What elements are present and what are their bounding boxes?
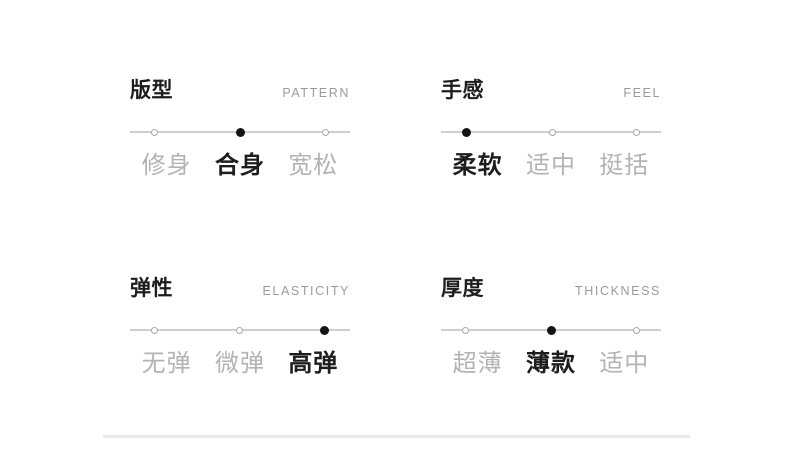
- spec-block-feel: 手感 FEEL 柔软 适中 挺括: [441, 78, 661, 183]
- spec-options: 柔软 适中 挺括: [441, 149, 661, 183]
- spec-header: 手感 FEEL: [441, 78, 661, 104]
- spec-dot-1[interactable]: [151, 128, 158, 136]
- spec-slider-track[interactable]: [441, 123, 661, 141]
- spec-dot-3[interactable]: [633, 326, 640, 334]
- spec-option-1[interactable]: 无弹: [141, 350, 192, 377]
- spec-slider-track[interactable]: [441, 321, 661, 339]
- spec-dot-2[interactable]: [548, 128, 556, 136]
- spec-grid: 版型 PATTERN 修身 合身 宽松 手感 FEEL: [130, 78, 661, 381]
- spec-options: 无弹 微弹 高弹: [130, 347, 350, 381]
- spec-title-cn: 手感: [441, 79, 484, 102]
- spec-title-en: FEEL: [623, 86, 661, 100]
- spec-option-1[interactable]: 柔软: [452, 152, 503, 179]
- spec-dot-3[interactable]: [322, 128, 329, 136]
- spec-option-2[interactable]: 微弹: [214, 350, 265, 377]
- spec-slider-track[interactable]: [130, 123, 350, 141]
- spec-dot-2[interactable]: [235, 127, 245, 137]
- track-dots: [441, 123, 661, 141]
- spec-option-3[interactable]: 挺括: [599, 152, 650, 179]
- spec-dot-3[interactable]: [633, 128, 640, 136]
- spec-title-cn: 版型: [130, 79, 173, 102]
- spec-title-en: PATTERN: [282, 86, 350, 100]
- spec-option-2[interactable]: 合身: [214, 152, 265, 179]
- spec-header: 厚度 THICKNESS: [441, 276, 661, 302]
- spec-option-3[interactable]: 宽松: [288, 152, 339, 179]
- spec-dot-3[interactable]: [320, 325, 329, 335]
- spec-block-elasticity: 弹性 ELASTICITY 无弹 微弹 高弹: [130, 276, 350, 381]
- spec-slider-track[interactable]: [130, 321, 350, 339]
- spec-option-3[interactable]: 适中: [599, 350, 650, 377]
- spec-option-2[interactable]: 适中: [525, 152, 576, 179]
- spec-block-pattern: 版型 PATTERN 修身 合身 宽松: [130, 78, 350, 183]
- spec-dot-2[interactable]: [546, 325, 556, 335]
- spec-option-1[interactable]: 超薄: [452, 350, 503, 377]
- spec-options: 修身 合身 宽松: [130, 149, 350, 183]
- spec-block-thickness: 厚度 THICKNESS 超薄 薄款 适中: [441, 276, 661, 381]
- spec-header: 版型 PATTERN: [130, 78, 350, 104]
- spec-dot-1[interactable]: [462, 326, 469, 334]
- spec-title-en: ELASTICITY: [262, 284, 350, 298]
- spec-title-cn: 厚度: [441, 277, 484, 300]
- spec-title-en: THICKNESS: [575, 284, 661, 298]
- spec-options: 超薄 薄款 适中: [441, 347, 661, 381]
- track-dots: [130, 123, 350, 141]
- spec-dot-2[interactable]: [235, 326, 243, 334]
- spec-option-3[interactable]: 高弹: [288, 350, 339, 377]
- track-dots: [130, 321, 350, 339]
- bottom-divider: [103, 435, 690, 438]
- spec-dot-1[interactable]: [462, 127, 471, 137]
- track-dots: [441, 321, 661, 339]
- spec-dot-1[interactable]: [151, 326, 158, 334]
- spec-option-1[interactable]: 修身: [141, 152, 192, 179]
- spec-option-2[interactable]: 薄款: [525, 350, 576, 377]
- spec-header: 弹性 ELASTICITY: [130, 276, 350, 302]
- spec-title-cn: 弹性: [130, 277, 173, 300]
